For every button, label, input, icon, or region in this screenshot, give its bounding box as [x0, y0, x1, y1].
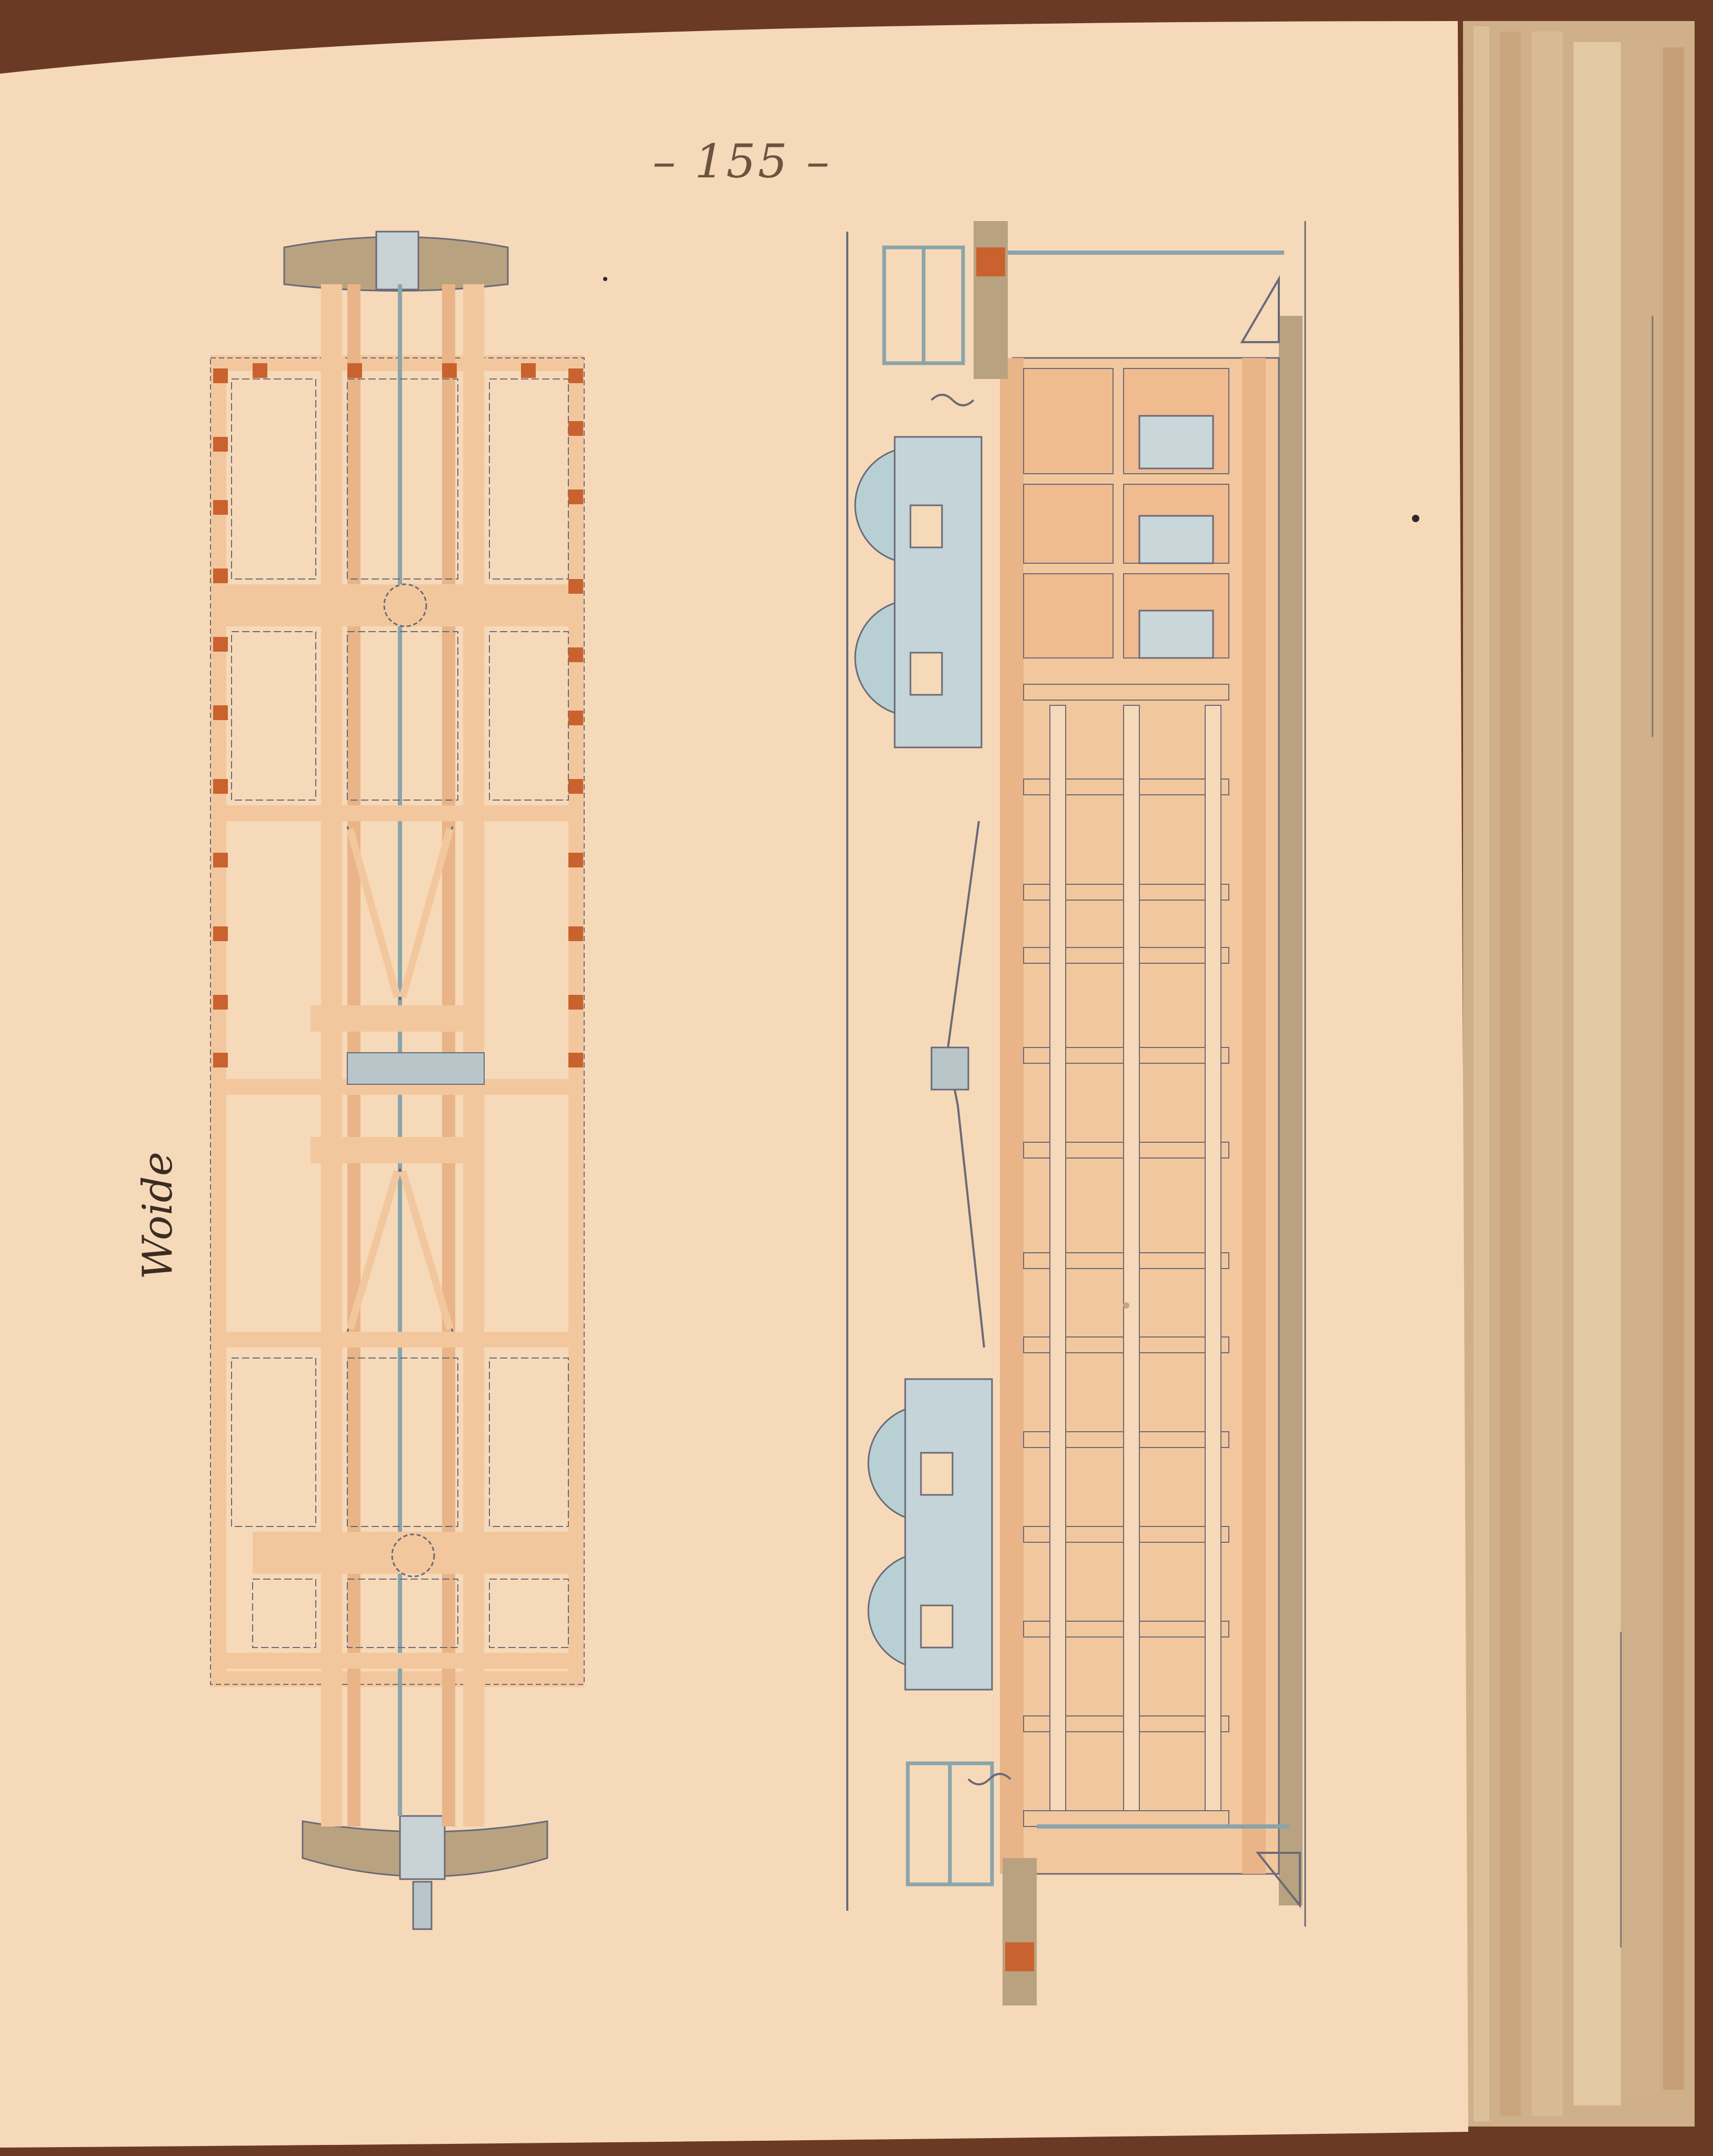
top-bogie [854, 436, 983, 748]
red-side-blocks [213, 363, 583, 1067]
bottom-bogie [867, 1378, 993, 1691]
top-coupling-plate [375, 231, 419, 291]
bottom-coupling-plate [399, 1815, 446, 1880]
plan-view-drawing [210, 231, 585, 1930]
page-edges [1463, 21, 1695, 2127]
top-end-post [974, 221, 1008, 379]
side-elevation-drawing [854, 221, 1306, 2005]
bottom-end-post [1003, 1858, 1037, 2005]
signature: Woide [134, 1152, 182, 1280]
windows [1138, 415, 1214, 659]
page-number: – 155 – [653, 134, 832, 188]
bogie-pivot-top [383, 583, 427, 627]
coupling-hook [412, 1881, 433, 1930]
bogie-pivot-bottom [391, 1533, 435, 1578]
